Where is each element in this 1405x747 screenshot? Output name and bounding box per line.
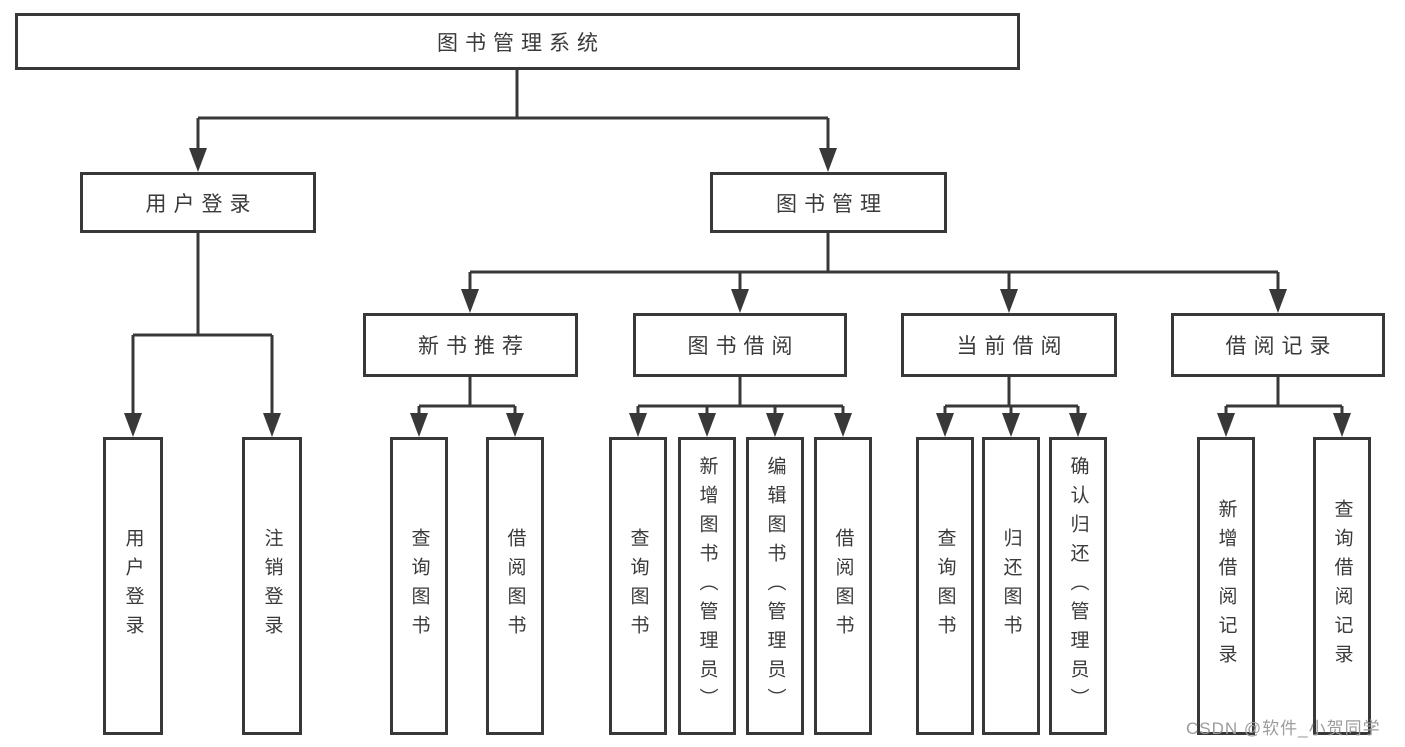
leaf-edit-books-admin: 编辑图书（管理员） [746, 437, 804, 735]
connector-shafts [131, 70, 1344, 417]
leaf-query-borrow-record-label: 查询借阅记录 [1331, 499, 1353, 673]
leaf-add-borrow-record-label: 新增借阅记录 [1215, 499, 1237, 673]
leaf-add-books-admin: 新增图书（管理员） [678, 437, 736, 735]
leaf-user-login-label: 用户登录 [122, 528, 144, 644]
node-book-management: 图书管理 [710, 172, 947, 233]
leaf-add-books-admin-label: 新增图书（管理员） [696, 455, 718, 717]
leaf-add-borrow-record: 新增借阅记录 [1197, 437, 1255, 735]
leaf-query-books-borrow-label: 查询图书 [627, 528, 649, 644]
watermark: CSDN @软件_小贺同学 [1186, 719, 1381, 738]
connector-arrowheads [124, 148, 1351, 437]
leaf-query-books-borrow: 查询图书 [609, 437, 667, 735]
leaf-return-books: 归还图书 [982, 437, 1040, 735]
leaf-query-borrow-record: 查询借阅记录 [1313, 437, 1371, 735]
leaf-borrow-books-recommend-label: 借阅图书 [504, 528, 526, 644]
leaf-query-books-current-label: 查询图书 [934, 528, 956, 644]
leaf-user-login: 用户登录 [103, 437, 163, 735]
leaf-borrow-books-label: 借阅图书 [832, 528, 854, 644]
leaf-logout-label: 注销登录 [261, 528, 283, 644]
leaf-borrow-books-recommend: 借阅图书 [486, 437, 544, 735]
node-borrow-records: 借阅记录 [1171, 313, 1385, 377]
leaf-confirm-return-admin: 确认归还（管理员） [1049, 437, 1107, 735]
leaf-query-books-recommend: 查询图书 [390, 437, 448, 735]
leaf-borrow-books: 借阅图书 [814, 437, 872, 735]
node-current-borrow: 当前借阅 [901, 313, 1117, 377]
leaf-query-books-current: 查询图书 [916, 437, 974, 735]
leaf-query-books-recommend-label: 查询图书 [408, 528, 430, 644]
leaf-confirm-return-admin-label: 确认归还（管理员） [1067, 455, 1089, 717]
leaf-edit-books-admin-label: 编辑图书（管理员） [764, 455, 786, 717]
leaf-return-books-label: 归还图书 [1000, 528, 1022, 644]
node-user-login: 用户登录 [80, 172, 316, 233]
node-new-book-recommend: 新书推荐 [363, 313, 578, 377]
node-root-system: 图书管理系统 [15, 13, 1020, 70]
leaf-logout: 注销登录 [242, 437, 302, 735]
node-book-borrow: 图书借阅 [633, 313, 847, 377]
